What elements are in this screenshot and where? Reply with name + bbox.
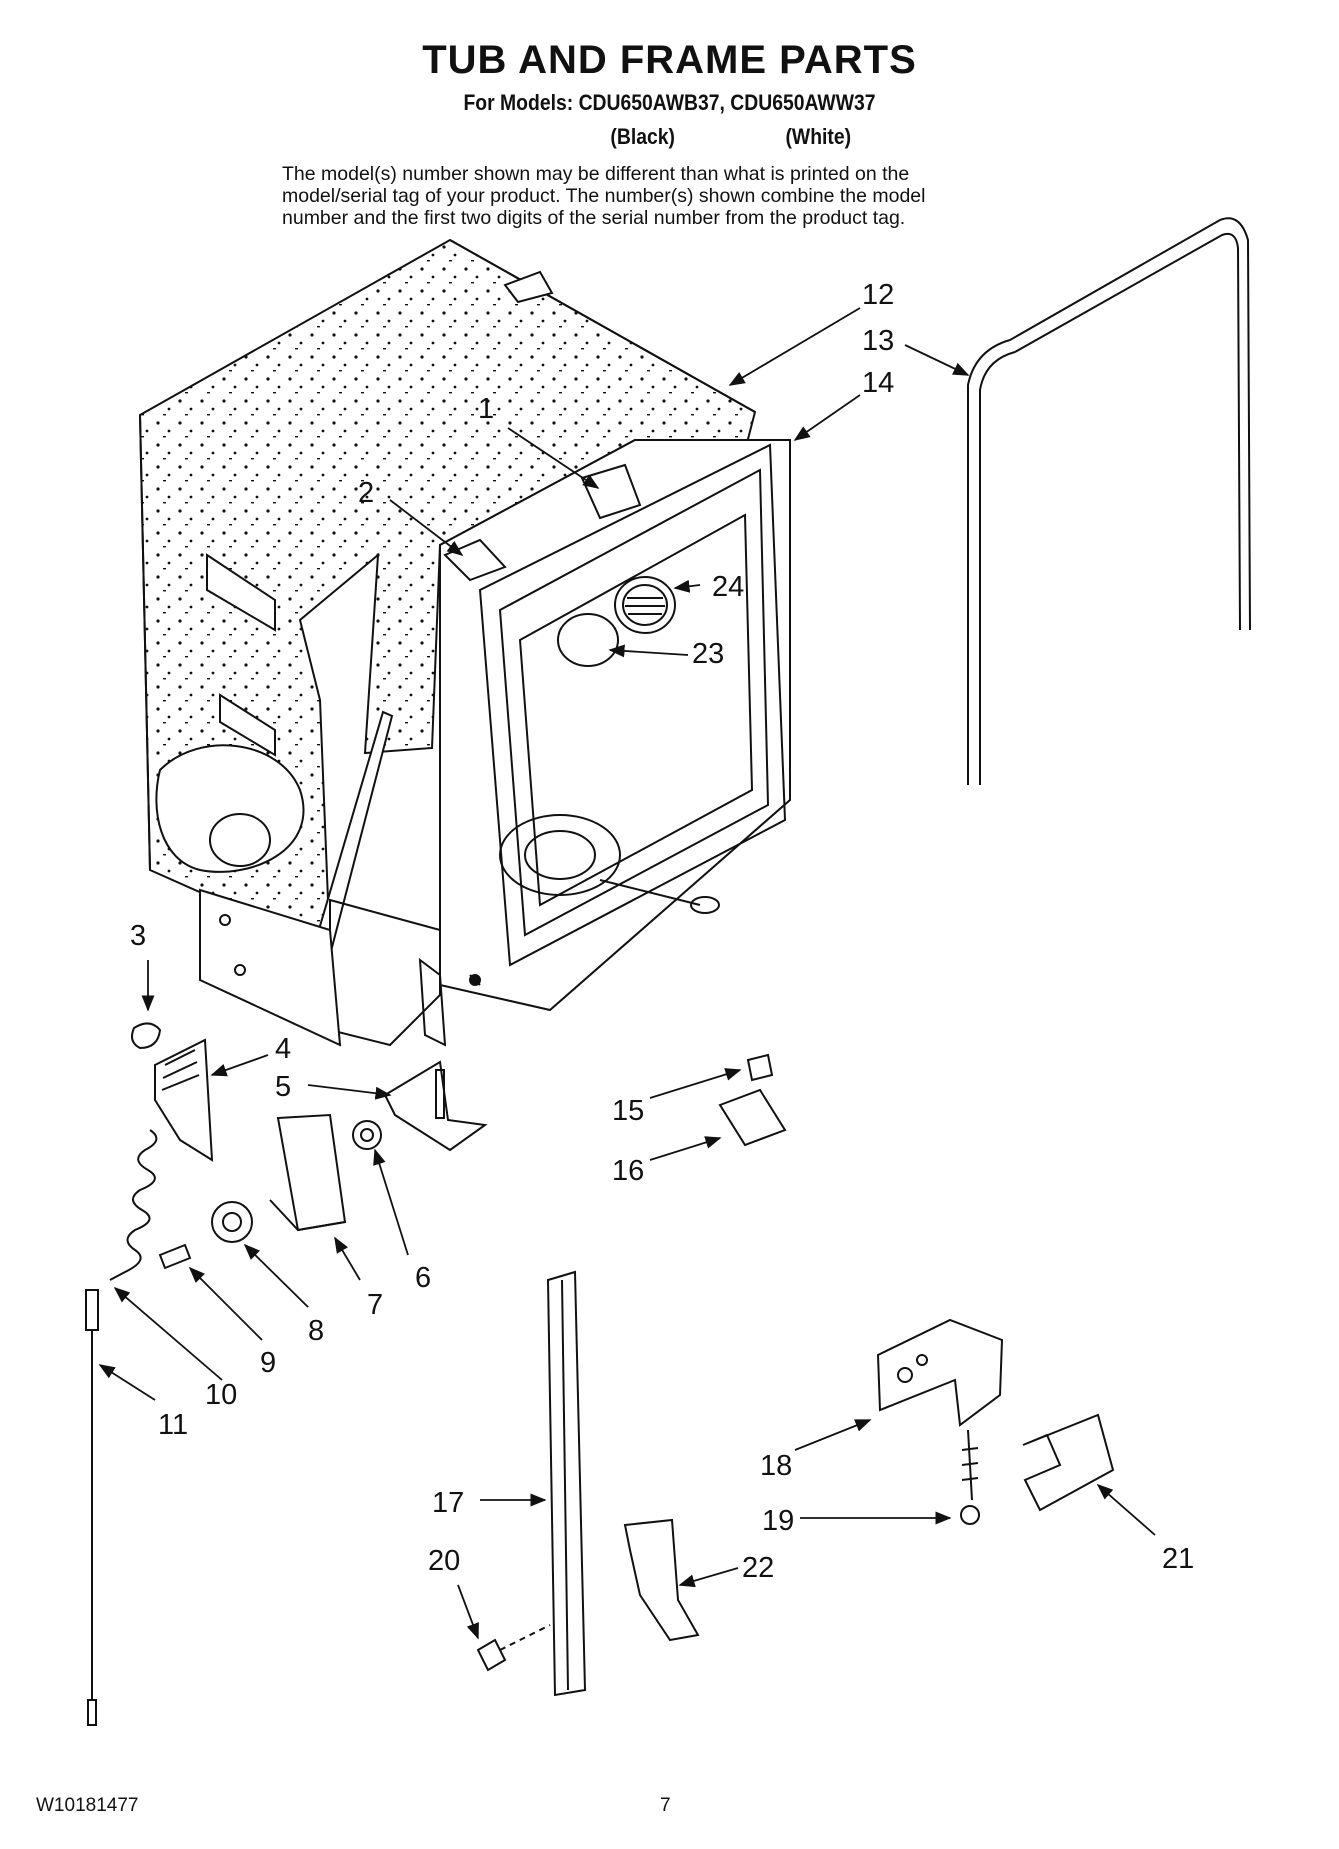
callout-19: 19 bbox=[762, 1505, 794, 1537]
callout-11: 11 bbox=[158, 1409, 188, 1441]
callout-3: 3 bbox=[130, 920, 146, 952]
vent-gasket bbox=[557, 613, 619, 667]
callout-20: 20 bbox=[428, 1545, 460, 1577]
callout-12: 12 bbox=[862, 279, 894, 311]
callout-13: 13 bbox=[862, 325, 894, 357]
tub-insulation-blanket bbox=[138, 238, 757, 962]
callout-22: 22 bbox=[742, 1552, 774, 1584]
page-number: 7 bbox=[660, 1795, 671, 1816]
callout-14: 14 bbox=[862, 367, 894, 399]
callout-24: 24 bbox=[712, 571, 744, 603]
nut-part-6 bbox=[352, 1120, 382, 1150]
door-gasket-inner bbox=[979, 232, 1241, 785]
callout-17: 17 bbox=[432, 1487, 464, 1519]
callout-18: 18 bbox=[760, 1450, 792, 1482]
note-line-3: number and the first two digits of the s… bbox=[282, 207, 906, 229]
callout-5: 5 bbox=[275, 1071, 291, 1103]
plug-part-3 bbox=[131, 1022, 162, 1050]
leader-lines bbox=[98, 307, 1156, 1640]
document-number: W10181477 bbox=[36, 1795, 139, 1816]
bracket-part-22 bbox=[623, 1518, 700, 1642]
callout-1: 1 bbox=[478, 393, 494, 425]
pin-part-9 bbox=[158, 1243, 192, 1270]
tub-body bbox=[199, 439, 791, 1047]
screw-part-15 bbox=[746, 1053, 774, 1082]
variant-black-label: (Black) bbox=[610, 124, 675, 149]
models-line: For Models: CDU650AWB37, CDU650AWW37 bbox=[463, 90, 876, 115]
pulley-part-8 bbox=[211, 1201, 253, 1243]
bracket-part-18 bbox=[876, 1318, 1004, 1427]
callout-8: 8 bbox=[308, 1315, 324, 1347]
screw-part-19 bbox=[961, 1429, 979, 1501]
plate-part-7 bbox=[276, 1113, 347, 1232]
door-gasket bbox=[967, 217, 1251, 785]
note-line-2: model/serial tag of your product. The nu… bbox=[282, 185, 926, 207]
callout-21: 21 bbox=[1162, 1543, 1194, 1575]
screw-part-20 bbox=[476, 1638, 507, 1672]
callout-10: 10 bbox=[205, 1379, 237, 1411]
bracket-part-4 bbox=[154, 1038, 214, 1162]
spring-part-10 bbox=[109, 1129, 158, 1281]
side-rail-part-17 bbox=[546, 1270, 587, 1697]
model-number-note: The model(s) number shown may be differe… bbox=[282, 163, 1082, 229]
bracket-part-16 bbox=[718, 1088, 787, 1147]
page-title: TUB AND FRAME PARTS bbox=[422, 38, 917, 82]
callout-23: 23 bbox=[692, 638, 724, 670]
tub-vent bbox=[614, 576, 676, 634]
callout-6: 6 bbox=[415, 1262, 431, 1294]
callout-7: 7 bbox=[367, 1289, 383, 1321]
callout-16: 16 bbox=[612, 1155, 644, 1187]
variant-white-label: (White) bbox=[785, 124, 852, 149]
callout-9: 9 bbox=[260, 1347, 276, 1379]
cover-part-21 bbox=[1022, 1413, 1115, 1512]
callout-2: 2 bbox=[358, 477, 374, 509]
callout-15: 15 bbox=[612, 1095, 644, 1127]
note-line-1: The model(s) number shown may be differe… bbox=[282, 163, 910, 185]
callout-4: 4 bbox=[275, 1033, 291, 1065]
slot-part-5 bbox=[435, 1069, 445, 1119]
callout-numbers: 1 2 3 4 5 6 7 8 9 10 11 12 13 14 15 16 1… bbox=[130, 279, 1194, 1584]
